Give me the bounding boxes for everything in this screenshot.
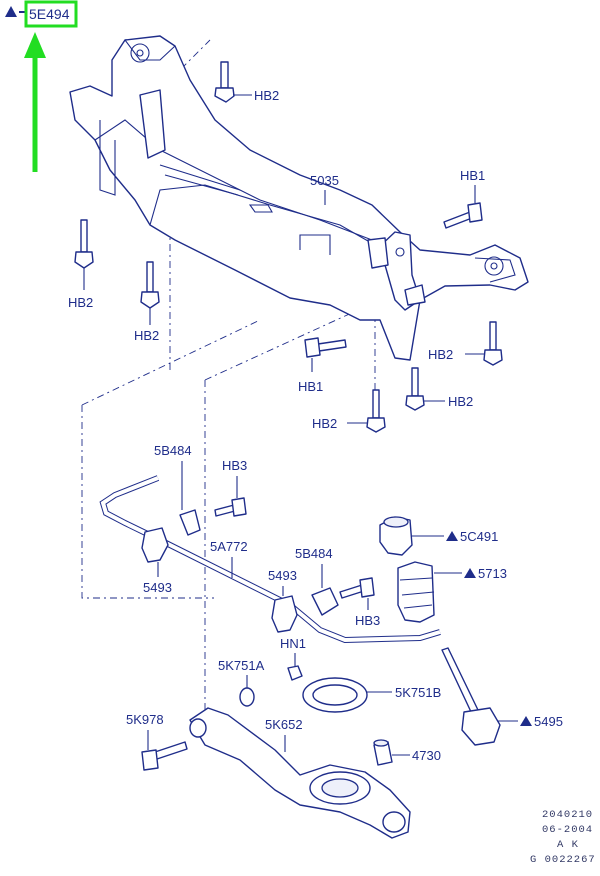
label-5b484-left: 5B484 (154, 443, 192, 458)
label-hb2-lower-center: HB2 (312, 416, 337, 431)
bolt-hb1-right (443, 202, 483, 229)
spring-5713 (397, 561, 435, 623)
label-5a772: 5A772 (210, 539, 248, 554)
label-hb2-lower-right: HB2 (448, 394, 473, 409)
footer-line-4: G 0022267 (530, 854, 596, 866)
label-hn1: HN1 (280, 636, 306, 651)
header-highlight-box (24, 0, 78, 28)
label-4730: 4730 (412, 748, 441, 763)
header-part-label: 5E494 (29, 6, 70, 22)
label-hb1-lower: HB1 (298, 379, 323, 394)
subframe-5035 (69, 35, 529, 361)
bolt-hb2-center (140, 261, 160, 309)
bolt-hb2-right-vertical (483, 321, 503, 366)
label-5493-right: 5493 (268, 568, 297, 583)
bolt-hb3-left (214, 497, 247, 517)
label-5k751a: 5K751A (218, 658, 265, 673)
header-triangle-icon (5, 6, 17, 17)
bolt-5k978 (141, 741, 188, 771)
bolt-hb2-left (74, 219, 94, 269)
bolt-hb2-lower-right (405, 367, 425, 411)
label-5035: 5035 (310, 173, 339, 188)
shock-absorber-5495 (441, 647, 501, 746)
label-5k978: 5K978 (126, 712, 164, 727)
footer-line-1: 2040210 (542, 809, 593, 821)
label-5b484-right: 5B484 (295, 546, 333, 561)
label-hb2-right: HB2 (428, 347, 453, 362)
label-hb1-right: HB1 (460, 168, 485, 183)
bolt-hb3-right (339, 577, 375, 599)
washer-5k751a (239, 687, 255, 707)
nut-hn1 (287, 665, 303, 681)
label-5k751b: 5K751B (395, 685, 441, 700)
green-arrow-head-icon (24, 32, 46, 58)
triangle-icon (464, 568, 476, 578)
bracket-5b484-right (311, 587, 339, 616)
label-5495: 5495 (534, 714, 563, 729)
label-5k652: 5K652 (265, 717, 303, 732)
label-5713: 5713 (478, 566, 507, 581)
bolt-hb2-top (214, 61, 235, 103)
label-hb2-left: HB2 (68, 295, 93, 310)
bracket-5b484-left (179, 509, 201, 536)
bolt-hb2-lower-center (366, 389, 386, 433)
label-5493-left: 5493 (143, 580, 172, 595)
footer-line-2: 06-2004 (542, 824, 593, 836)
bushing-5c491 (379, 516, 413, 556)
label-hb3-right: HB3 (355, 613, 380, 628)
label-hb2-top: HB2 (254, 88, 279, 103)
bushing-5493-right (271, 595, 298, 633)
triangle-icon (520, 716, 532, 726)
footer-line-3: A K (557, 839, 579, 851)
lower-arm-5k652 (189, 707, 411, 839)
label-hb2-center: HB2 (134, 328, 159, 343)
bump-stop-4730 (373, 739, 393, 766)
seal-ring-5k751b (302, 677, 368, 713)
triangle-icon (446, 531, 458, 541)
label-5c491: 5C491 (460, 529, 498, 544)
label-hb3-left: HB3 (222, 458, 247, 473)
bushing-5493-left (141, 527, 169, 563)
bolt-hb1-lower (304, 337, 347, 358)
guide-line (81, 39, 381, 720)
